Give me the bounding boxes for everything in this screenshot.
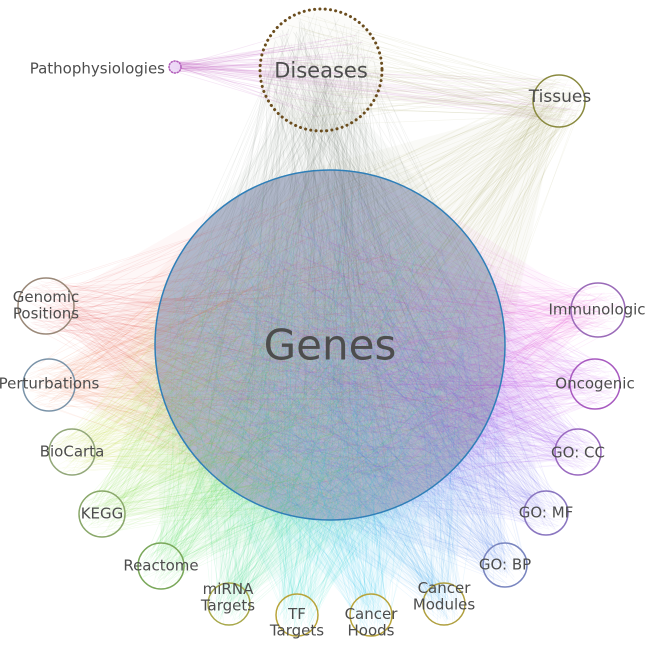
node-tissues[interactable]	[532, 74, 586, 128]
edge-bundle-go_cc-genes	[164, 190, 600, 508]
fan-cancer_hoods	[155, 170, 505, 615]
edge-bundle-immunologic-genes	[164, 185, 624, 508]
node-go_bp[interactable]	[482, 542, 528, 588]
fan-go_bp	[155, 170, 505, 565]
label-immunologic: Immunologic	[548, 300, 645, 318]
edge-bundle-tf_targets-genes	[172, 184, 488, 635]
label-go_cc: GO: CC	[551, 443, 605, 461]
label-reactome: Reactome	[123, 556, 198, 574]
node-kegg[interactable]	[78, 490, 126, 538]
node-reactome[interactable]	[137, 542, 185, 590]
fan-tf_targets	[155, 170, 505, 615]
node-genes[interactable]	[154, 169, 506, 521]
node-cancer_modules[interactable]	[422, 582, 466, 626]
edge-bundle-go_bp-genes	[165, 187, 527, 586]
node-immunologic[interactable]	[570, 282, 626, 338]
label-tissues: Tissues	[528, 87, 592, 107]
fan-tissues	[155, 101, 559, 520]
fan-biocarta	[72, 170, 505, 520]
edge-bundle-kegg-genes	[79, 179, 486, 536]
node-mirna_targets[interactable]	[207, 582, 251, 626]
label-go_bp: GO: BP	[479, 555, 531, 573]
edge-bundle-biocarta-genes	[51, 184, 485, 509]
fan-reactome	[155, 170, 505, 566]
fan-go_mf	[155, 170, 546, 520]
node-diseases[interactable]	[258, 7, 384, 133]
fan-wedges-layer	[46, 101, 598, 615]
fan-immunologic	[155, 170, 598, 520]
edge-bundle-genomic_positions-genes	[19, 178, 488, 511]
node-pathophysiologies[interactable]	[168, 60, 182, 74]
label-go_mf: GO: MF	[519, 503, 574, 521]
node-genomic_positions[interactable]	[17, 277, 75, 335]
edge-bundle-pathophysiologies-diseases	[170, 33, 375, 118]
edge-bundle-cancer_hoods-genes	[171, 185, 462, 635]
node-go_mf[interactable]	[523, 490, 569, 536]
fan-go_cc	[155, 170, 578, 520]
label-diseases: Diseases	[274, 58, 368, 82]
node-cancer_hoods[interactable]	[349, 593, 393, 637]
edge-bundle-pathophysiologies-tissues	[170, 61, 582, 123]
edge-bundle-mirna_targets-genes	[166, 185, 496, 624]
node-go_cc[interactable]	[554, 428, 602, 476]
node-perturbations[interactable]	[22, 358, 76, 412]
edge-bundle-oncogenic-genes	[167, 180, 618, 506]
node-biocarta[interactable]	[48, 428, 96, 476]
fan-cancer_modules	[155, 170, 505, 604]
edge-bundle-cancer_modules-genes	[165, 188, 496, 625]
edge-bundle-reactome-genes	[139, 180, 489, 588]
fan-perturbations	[49, 170, 505, 520]
fan-genomic_positions	[46, 170, 505, 520]
nodes-layer	[17, 7, 626, 637]
labels-layer: Genes Diseases PathophysiologiesTissuesGen…	[0, 58, 646, 639]
label-biocarta: BioCarta	[40, 442, 105, 460]
label-pathophysiologies: Pathophysiologies	[30, 59, 165, 77]
edge-bundle-perturbations-genes	[24, 183, 483, 512]
edge-bundle-tissues-diseases	[262, 15, 581, 126]
fan-mirna_targets	[155, 170, 505, 604]
fan-oncogenic	[155, 170, 595, 520]
label-genes: Genes	[264, 321, 397, 370]
fan-kegg	[102, 170, 505, 520]
label-oncogenic: Oncogenic	[555, 374, 634, 392]
node-tf_targets[interactable]	[275, 593, 319, 637]
label-perturbations: Perturbations	[0, 374, 100, 392]
edge-bundle-diseases-genes	[165, 12, 496, 509]
label-kegg: KEGG	[81, 504, 124, 522]
node-oncogenic[interactable]	[569, 358, 621, 410]
